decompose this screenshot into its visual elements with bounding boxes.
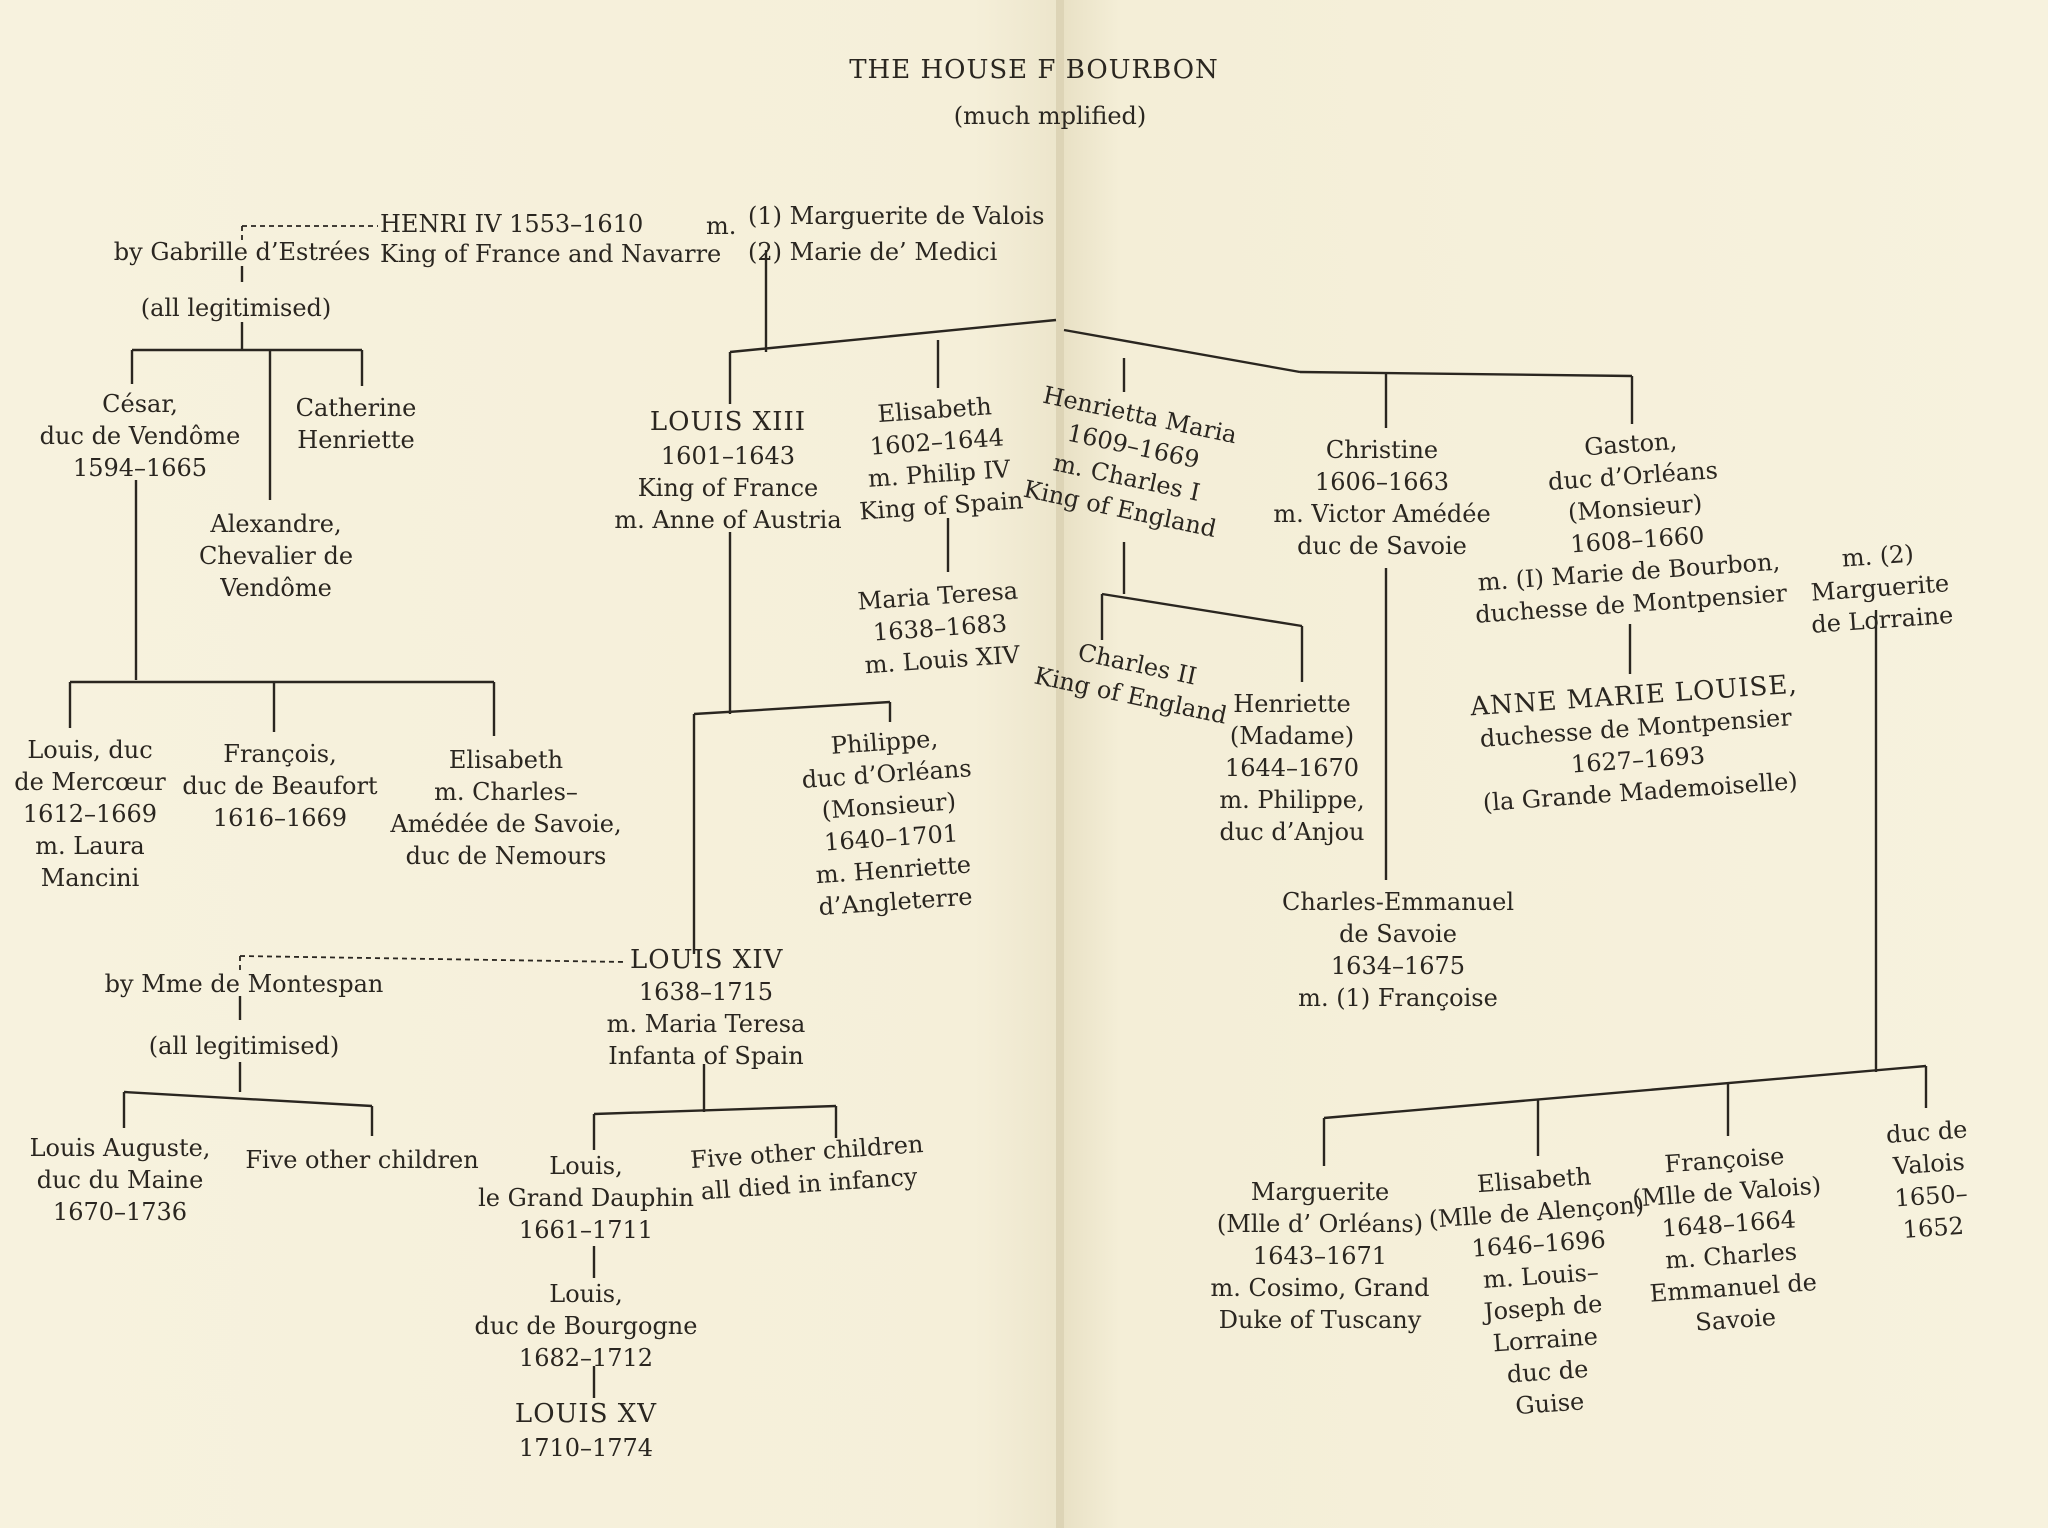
- duc-valois-node: duc de Valois 1650–1652: [1885, 1115, 1969, 1244]
- gaston-node: Gaston, duc d’Orléans (Monsieur) 1608–16…: [1547, 426, 1719, 559]
- henri-marriage-m: m.: [706, 212, 737, 240]
- chart-subtitle: (much mplified): [953, 102, 1147, 130]
- gaston-second-marriage: m. (2) Marguerite de Lorraine: [1810, 539, 1955, 639]
- connector-medici-children-left: [729, 318, 1057, 354]
- connector-henrietta-children-bar: [1101, 592, 1303, 628]
- marguerite-orleans-node: Marguerite (Mlle d’ Orléans) 1643–1671 m…: [1210, 1178, 1430, 1334]
- book-gutter: [1056, 0, 1064, 1528]
- gabrielle-by: by Gabrille d’Estrées: [113, 238, 371, 266]
- catherine-node: Catherine Henriette: [295, 394, 417, 454]
- louis-xiii-node: 1601–1643 King of France m. Anne of Aust…: [614, 442, 842, 534]
- henriette-madame-node: Henriette (Madame) 1644–1670 m. Philippe…: [1219, 690, 1365, 846]
- elisabeth-nemours-node: Elisabeth m. Charles– Amédée de Savoie, …: [390, 746, 622, 870]
- louis-xv-name: LOUIS XV: [514, 1399, 658, 1429]
- five-other-children-node: Five other children: [245, 1146, 479, 1174]
- chart-title: THE HOUSE F BOURBON: [849, 55, 1219, 85]
- connector-second-marriage-bar: [1323, 1064, 1927, 1120]
- elisabeth-alencon-node: Elisabeth (Mlle de Alençon) 1646–1696 m.…: [1427, 1162, 1645, 1421]
- alexandre-node: Alexandre, Chevalier de Vendôme: [198, 510, 354, 602]
- henri-marriage-1: (1) Marguerite de Valois: [748, 202, 1045, 230]
- louis-xiii-name: LOUIS XIII: [649, 407, 807, 437]
- connector-medici-children-right2: [1299, 370, 1633, 378]
- louis-xiv-name: LOUIS XIV: [630, 945, 784, 975]
- philippe-orleans-node: Philippe, duc d’Orléans (Monsieur) 1640–…: [800, 724, 974, 922]
- left-page: [0, 0, 1060, 1528]
- connector-louis-xiv-children-bar: [593, 1104, 837, 1116]
- henri-marriage-2: (2) Marie de’ Medici: [748, 238, 998, 266]
- gabrielle-legit: (all legitimised): [140, 294, 332, 322]
- francois-beaufort-node: François, duc de Beaufort 1616–1669: [182, 740, 378, 832]
- right-page: [1060, 0, 2048, 1528]
- cesar-node: César, duc de Vendôme 1594–1665: [39, 390, 241, 482]
- charles-emmanuel-node: Charles-Emmanuel de Savoie 1634–1675 m. …: [1281, 888, 1515, 1012]
- connector-louis-xiii-children-bar: [693, 700, 891, 716]
- bourgogne-node: Louis, duc de Bourgogne 1682–1712: [474, 1280, 698, 1372]
- louis-mercoeur-node: Louis, duc de Mercœur 1612–1669 m. Laura…: [14, 736, 166, 892]
- henri-iv-name: HENRI IV 1553–1610: [380, 210, 644, 238]
- maria-teresa-node: Maria Teresa 1638–1683 m. Louis XIV: [856, 576, 1021, 680]
- montespan-legit: (all legitimised): [148, 1032, 340, 1060]
- louis-xv-years: 1710–1774: [518, 1434, 654, 1462]
- montespan-by: by Mme de Montespan: [104, 970, 384, 998]
- francoise-valois-node: Françoise (Mlle de Valois) 1648–1664 m. …: [1631, 1142, 1823, 1337]
- christine-node: Christine 1606–1663 m. Victor Amédée duc…: [1273, 436, 1491, 560]
- connector-montespan-children-bar: [123, 1090, 373, 1108]
- henri-iv-title: King of France and Navarre: [380, 240, 722, 268]
- connector-medici-children-right: [1063, 328, 1301, 374]
- louis-auguste-node: Louis Auguste, duc du Maine 1670–1736: [29, 1134, 211, 1226]
- elisabeth-spain-node: Elisabeth 1602–1644 m. Philip IV King of…: [858, 392, 1025, 526]
- grand-dauphin-node: Louis, le Grand Dauphin 1661–1711: [478, 1152, 694, 1244]
- connector-louis-xiv-montespan: [239, 955, 627, 963]
- louis-xiv-node: 1638–1715 m. Maria Teresa Infanta of Spa…: [606, 978, 806, 1070]
